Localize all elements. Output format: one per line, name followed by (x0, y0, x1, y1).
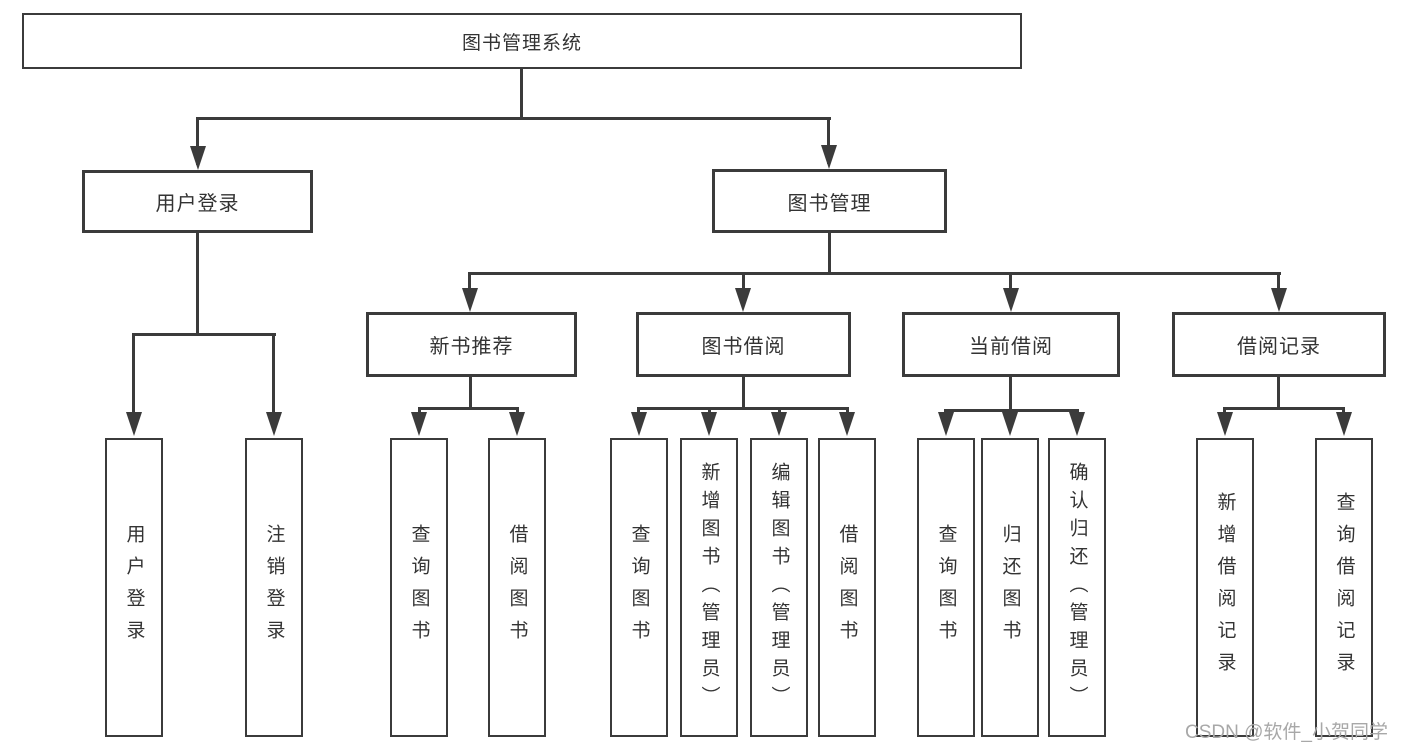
leaf-confirm-return-admin: 确认归还（管理员） (1048, 438, 1106, 737)
leaf-edit-book-admin: 编辑图书（管理员） (750, 438, 808, 737)
arrowhead-book-borrowing (735, 288, 751, 312)
connector-br-bus (1224, 407, 1345, 410)
leaf-add-book-admin: 新增图书（管理员） (680, 438, 738, 737)
arrowhead-br-leaf2 (1336, 412, 1352, 436)
connector-cb-bus (944, 409, 1079, 412)
leaf-query-books-3: 查询图书 (917, 438, 975, 737)
leaf-user-login: 用户登录 (105, 438, 163, 737)
arrowhead-nbr-leaf1 (411, 412, 427, 436)
leaf-query-borrow-record: 查询借阅记录 (1315, 438, 1373, 737)
arrowhead-user-login (190, 146, 206, 170)
arrowhead-borrowing-records (1271, 288, 1287, 312)
leaf-return-book: 归还图书 (981, 438, 1039, 737)
connector-level3-bus (469, 272, 1281, 275)
connector-user-login-bus (133, 333, 276, 336)
connector-book-management-drop (828, 233, 831, 274)
connector-user-login-drop (196, 233, 199, 336)
arrowhead-bb-leaf1 (631, 412, 647, 436)
connector-level2-bus (197, 117, 831, 120)
connector-to-user-login (196, 117, 199, 165)
connector-br-drop (1277, 377, 1280, 409)
connector-root-drop (520, 69, 523, 118)
node-borrowing-records: 借阅记录 (1172, 312, 1386, 377)
arrowhead-cb-leaf1 (938, 412, 954, 436)
leaf-query-books-2: 查询图书 (610, 438, 668, 737)
arrowhead-current-borrowing (1003, 288, 1019, 312)
connector-bb-drop (742, 377, 745, 409)
node-user-login: 用户登录 (82, 170, 313, 233)
connector-nbr-drop (469, 377, 472, 409)
leaf-query-books: 查询图书 (390, 438, 448, 737)
connector-to-leaf-logout (272, 333, 275, 418)
node-new-book-recommendation: 新书推荐 (366, 312, 577, 377)
connector-to-borrowing-records (1277, 272, 1280, 300)
arrowhead-cb-leaf2 (1002, 412, 1018, 436)
leaf-borrow-books-2: 借阅图书 (818, 438, 876, 737)
arrowhead-new-book-recommendation (462, 288, 478, 312)
arrowhead-leaf-logout (266, 412, 282, 436)
node-book-management: 图书管理 (712, 169, 947, 233)
arrowhead-nbr-leaf2 (509, 412, 525, 436)
connector-to-new-book-recommendation (468, 272, 471, 300)
connector-bb-bus (638, 407, 849, 410)
connector-to-current-borrowing (1009, 272, 1012, 300)
connector-to-book-management (827, 117, 830, 164)
arrowhead-br-leaf1 (1217, 412, 1233, 436)
node-current-borrowing: 当前借阅 (902, 312, 1120, 377)
node-book-borrowing: 图书借阅 (636, 312, 851, 377)
arrowhead-leaf-user-login (126, 412, 142, 436)
leaf-borrow-books: 借阅图书 (488, 438, 546, 737)
arrowhead-bb-leaf4 (839, 412, 855, 436)
arrowhead-bb-leaf3 (771, 412, 787, 436)
arrowhead-bb-leaf2 (701, 412, 717, 436)
node-library-management-system: 图书管理系统 (22, 13, 1022, 69)
arrowhead-cb-leaf3 (1069, 412, 1085, 436)
connector-to-book-borrowing (742, 272, 745, 300)
watermark: CSDN @软件_小贺同学 (1185, 722, 1388, 743)
leaf-logout: 注销登录 (245, 438, 303, 737)
arrowhead-book-management (821, 145, 837, 169)
leaf-add-borrow-record: 新增借阅记录 (1196, 438, 1254, 737)
connector-cb-drop (1009, 377, 1012, 411)
connector-to-leaf-user-login (132, 333, 135, 418)
connector-nbr-bus (418, 407, 519, 410)
